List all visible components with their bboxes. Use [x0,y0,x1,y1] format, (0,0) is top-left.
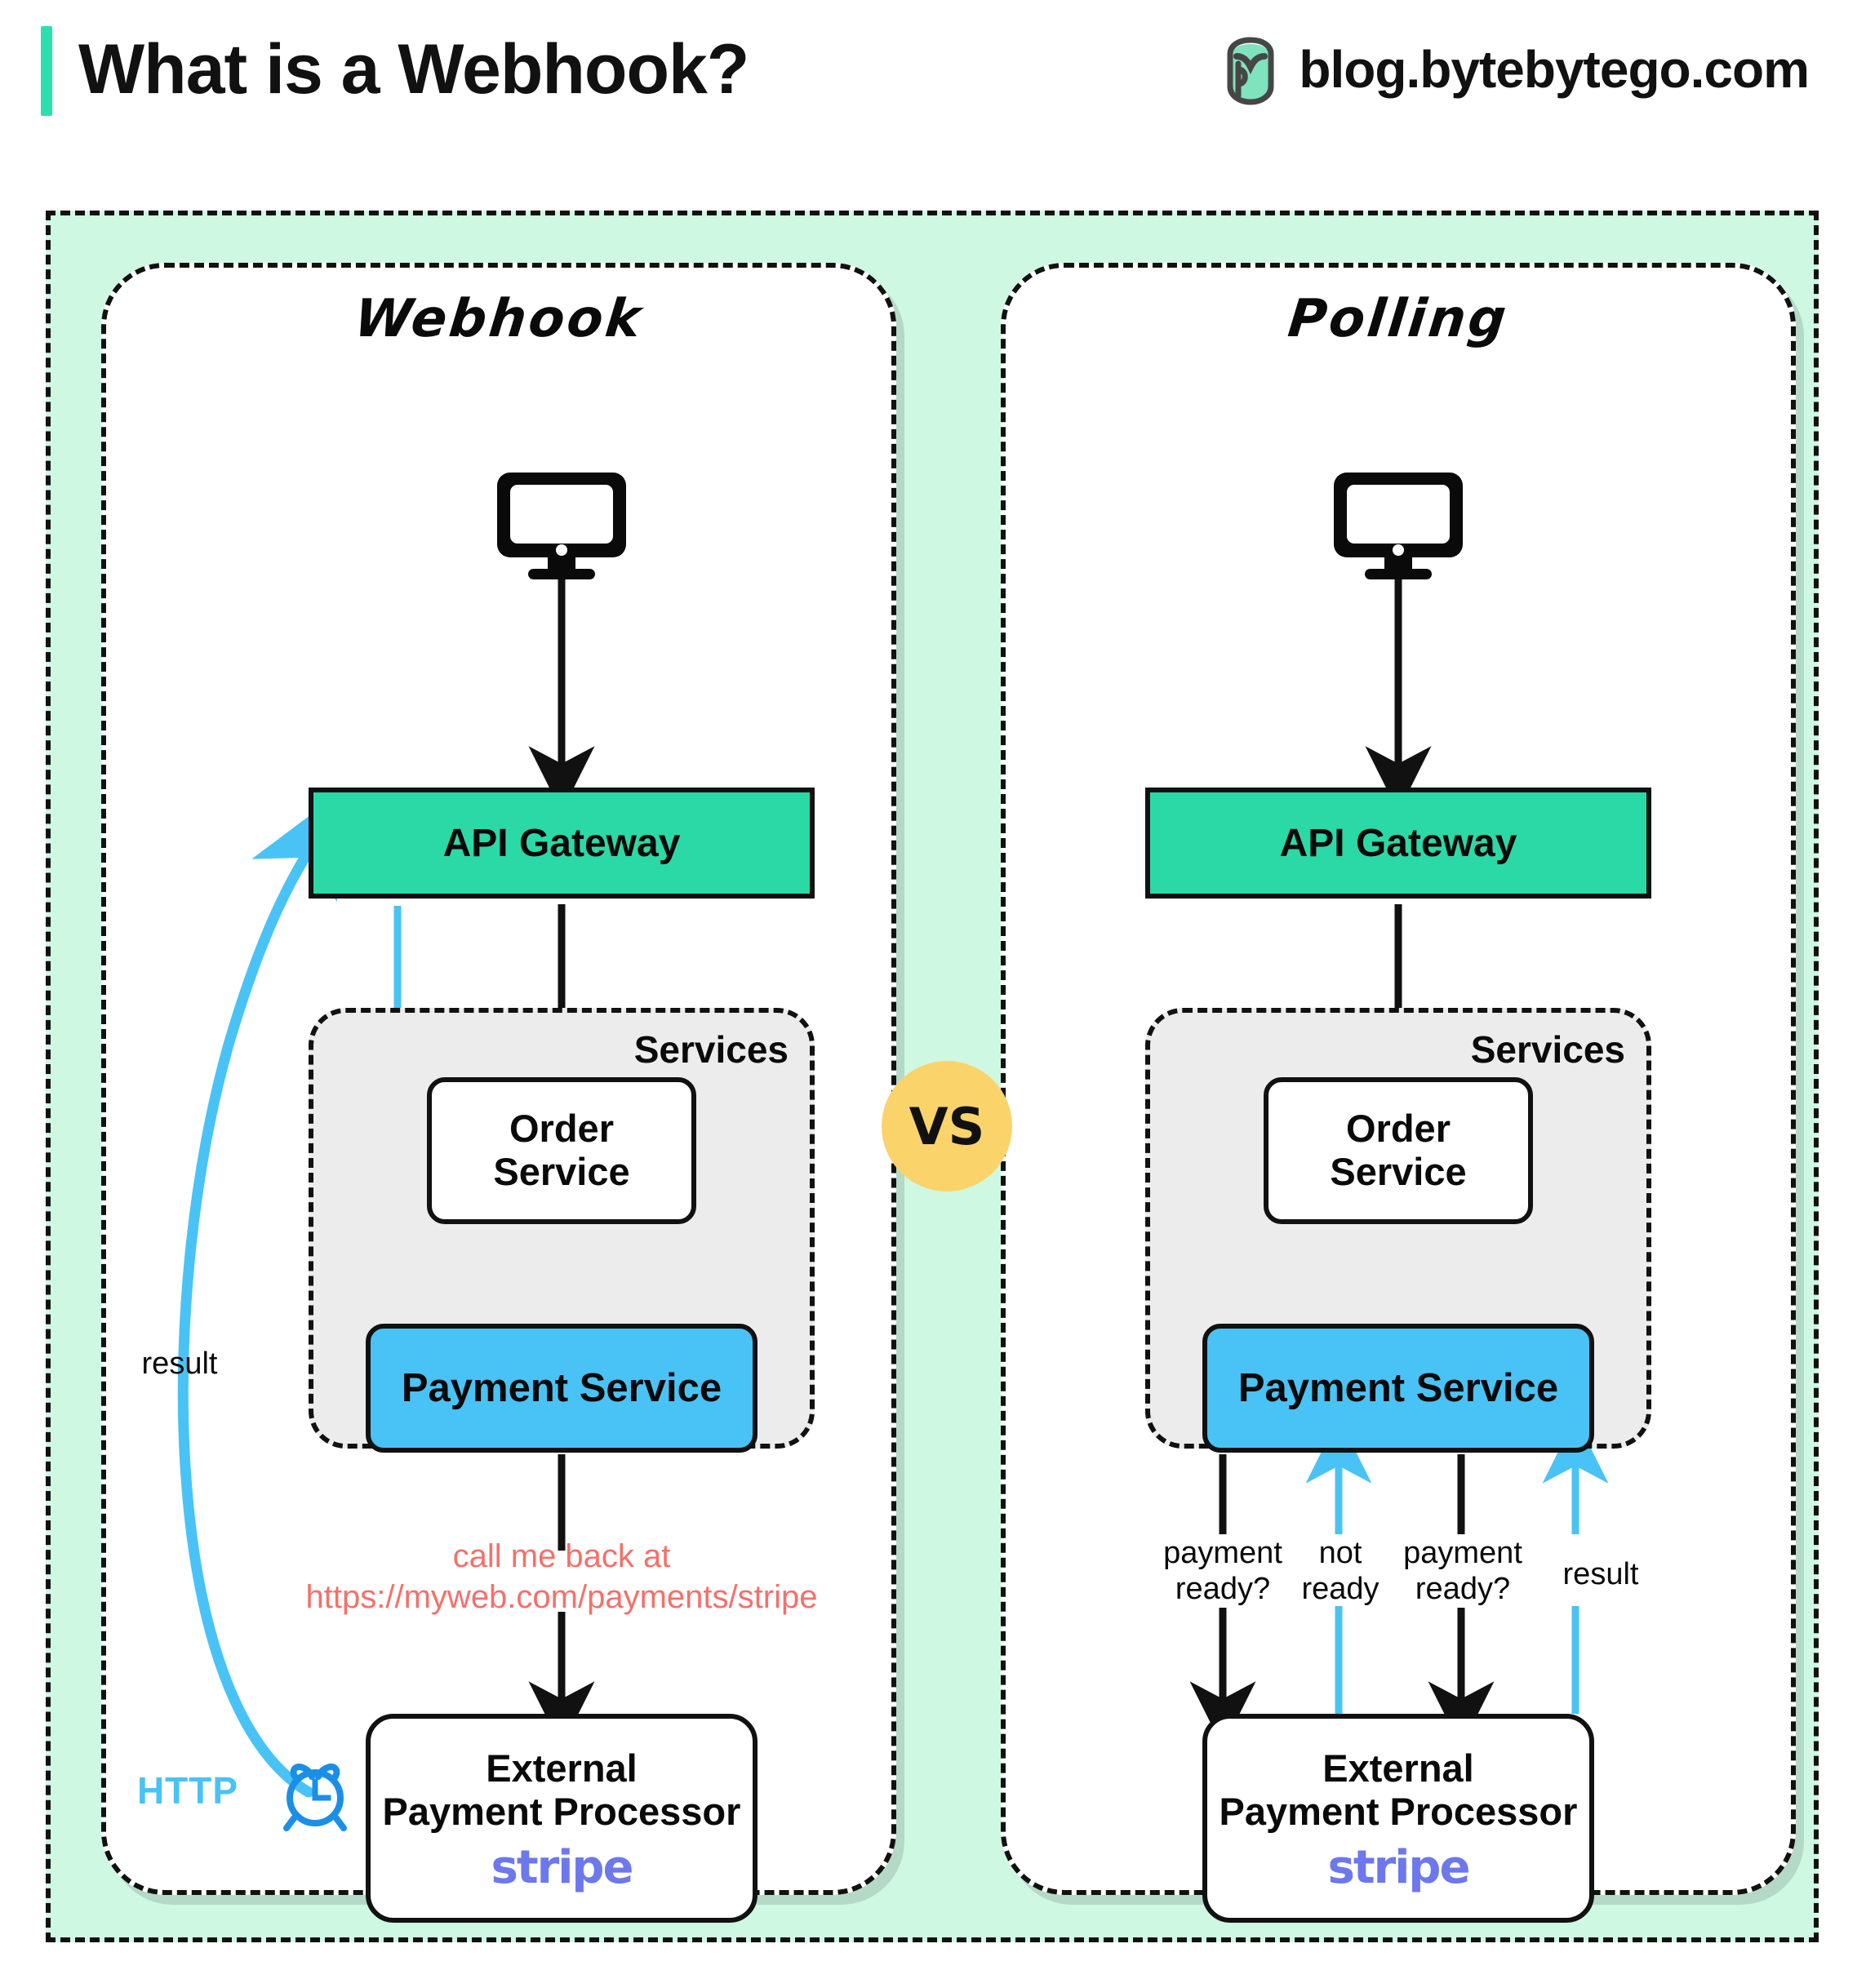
epp-line1-webhook: External [486,1746,638,1790]
label-poll1-request: payment ready? [1163,1536,1282,1606]
brand: blog.bytebytego.com [1220,31,1810,108]
monitor-icon [497,473,626,579]
page-title: What is a Webhook? [78,30,749,109]
payment-service-webhook[interactable]: Payment Service [366,1324,758,1453]
epp-line2-webhook: Payment Processor [382,1789,741,1833]
vs-badge: VS [882,1061,1012,1191]
title-accent-bar [41,26,52,116]
epp-line2-polling: Payment Processor [1219,1789,1578,1833]
label-callback-line2: https://myweb.com/payments/stripe [305,1579,818,1615]
external-payment-processor-polling[interactable]: External Payment Processor stripe [1202,1714,1594,1923]
order-service-line2: Service [493,1150,630,1193]
label-callback-line1: call me back at [452,1538,671,1574]
header: What is a Webhook? blog.bytebytego.com [0,0,1866,139]
label-result-webhook: result [141,1347,218,1381]
stripe-logo-webhook: stripe [491,1841,634,1895]
alarm-clock-icon [283,1764,347,1831]
label-poll2-request: payment ready? [1403,1536,1522,1606]
brand-text: blog.bytebytego.com [1299,40,1810,99]
api-gateway-polling[interactable]: API Gateway [1145,788,1651,899]
client-monitor-polling [1329,469,1468,584]
order-service-line1: Order [509,1107,614,1151]
order-service-polling[interactable]: Order Service [1264,1077,1533,1224]
label-poll2-result: result [1562,1557,1639,1591]
epp-line1-polling: External [1322,1746,1474,1790]
label-http-webhook: HTTP [136,1769,239,1812]
client-monitor-webhook [492,469,631,584]
order-service-line2: Service [1330,1150,1467,1193]
services-label-webhook: Services [633,1028,789,1071]
stripe-logo-polling: stripe [1327,1841,1471,1895]
monitor-icon [1334,473,1463,579]
api-gateway-webhook[interactable]: API Gateway [309,788,815,899]
services-label-polling: Services [1470,1028,1625,1071]
payment-service-polling[interactable]: Payment Service [1202,1324,1594,1453]
order-service-webhook[interactable]: Order Service [427,1077,696,1224]
alarm-clock-webhook [276,1755,354,1837]
label-poll1-reply: not ready [1301,1536,1380,1606]
external-payment-processor-webhook[interactable]: External Payment Processor stripe [366,1714,758,1923]
order-service-line1: Order [1346,1107,1451,1151]
bytebytego-logo-icon [1227,37,1274,105]
edge-callback-result-to-gateway [177,795,337,1798]
